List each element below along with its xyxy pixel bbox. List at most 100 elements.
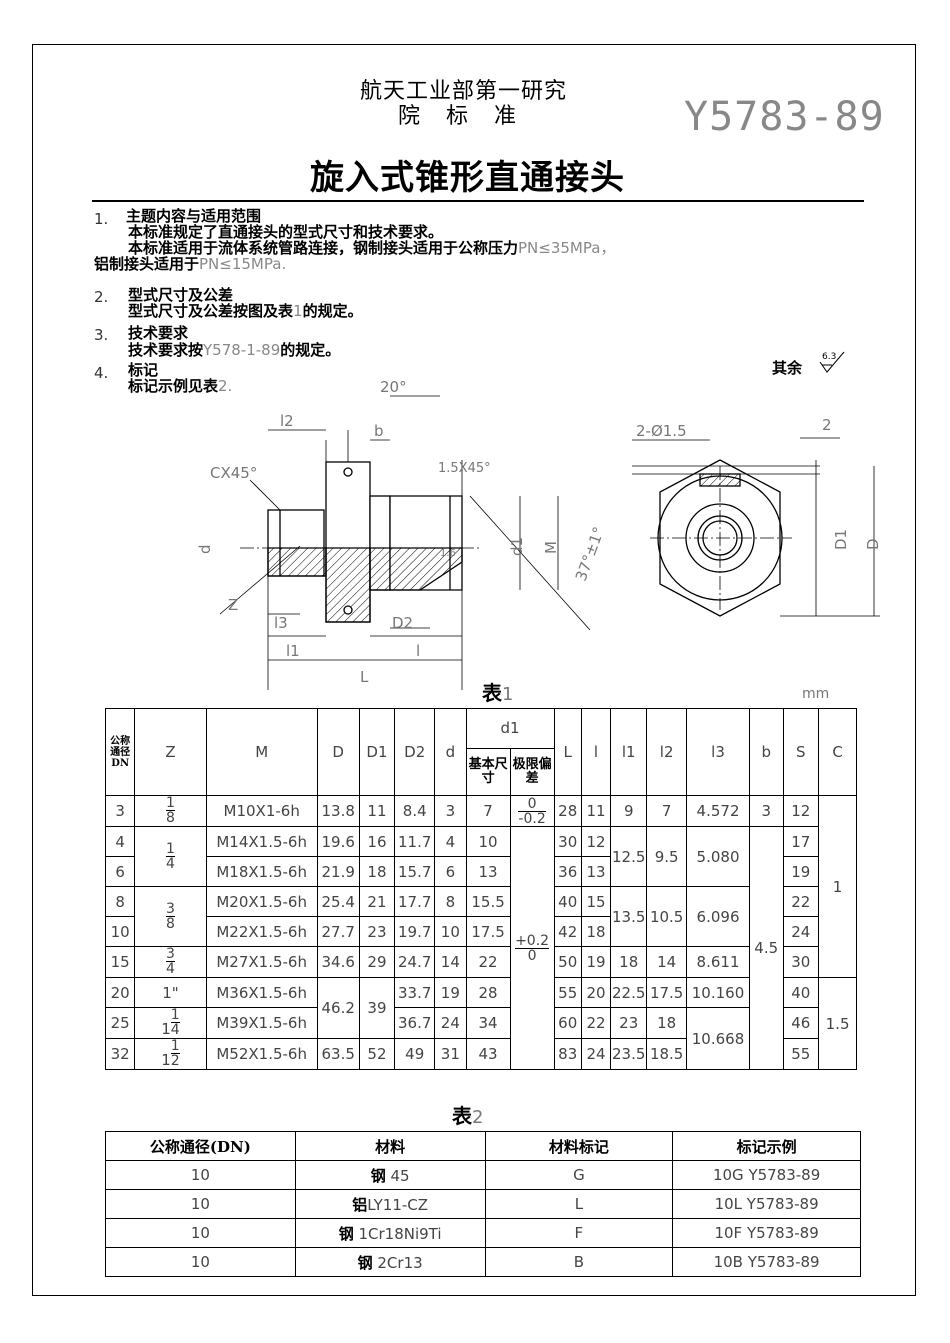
table-row: 10 钢 2Cr13 B 10B Y5783-89 — [105, 1247, 861, 1277]
table-cell: 30 — [782, 946, 820, 978]
table-cell: 55 — [553, 977, 582, 1008]
table-cell: 18.5 — [646, 1038, 688, 1070]
table-cell: 32 — [104, 1038, 136, 1070]
table-cell: 19 — [434, 977, 467, 1008]
end-view — [650, 459, 792, 617]
table-cell: 7 — [465, 795, 511, 827]
table-cell: 63.5 — [316, 1038, 360, 1070]
svg-text:20°: 20° — [380, 378, 407, 396]
th-D: D — [316, 708, 360, 796]
table-cell: 8.611 — [686, 946, 750, 978]
section-4-line: 标记示例见表2. — [128, 377, 233, 395]
table-cell: 10B Y5783-89 — [672, 1247, 861, 1277]
table-cell: 6 — [434, 856, 467, 887]
th-material: 材料 — [294, 1131, 486, 1161]
table-cell: 27.7 — [316, 916, 360, 947]
table-cell: 8 — [104, 886, 136, 917]
table-cell: 10L Y5783-89 — [672, 1189, 861, 1219]
section-4-title: 标记 — [128, 361, 159, 379]
table-cell: 21 — [358, 886, 396, 917]
table-cell: 钢 45 — [294, 1160, 486, 1190]
table-cell: 0-0.2 — [509, 795, 555, 827]
table-row: 10 钢 1Cr18Ni9Ti F 10F Y5783-89 — [105, 1218, 861, 1248]
th-d1: d1 — [465, 708, 555, 749]
table-cell: 17.7 — [394, 886, 436, 917]
table-cell: 40 — [553, 886, 582, 917]
table-cell: 20 — [580, 977, 612, 1008]
svg-text:d1: d1 — [508, 537, 526, 556]
section-1-title: 主题内容与适用范围 — [126, 207, 262, 225]
th-l1: l1 — [610, 708, 648, 796]
table-cell: 1" — [134, 977, 207, 1008]
svg-text:d: d — [196, 544, 214, 554]
table-cell: 24 — [782, 916, 820, 947]
table-cell: 15.7 — [394, 856, 436, 887]
table-cell: 20 — [104, 977, 136, 1008]
table-cell: 7 — [646, 795, 688, 827]
table-cell: 10.668 — [686, 1007, 750, 1070]
table-cell: M27X1.5-6h — [205, 946, 318, 978]
table-row: 20 1" M36X1.5-6h 46.2 39 33.7 19 28 55 2… — [104, 977, 857, 1070]
institute-line-2: 院标准 — [398, 104, 543, 129]
table-row: 10 铝LY11-CZ L 10L Y5783-89 — [105, 1189, 861, 1219]
table-cell: 8 — [434, 886, 467, 917]
table-cell: 36 — [553, 856, 582, 887]
svg-text:l3: l3 — [274, 614, 288, 632]
table-cell: M22X1.5-6h — [205, 916, 318, 947]
title-rule — [92, 200, 864, 202]
table-row: 10 M22X1.5-6h 27.7 23 19.7 10 17.5 42 18… — [104, 916, 857, 947]
table-cell: 10.160 — [686, 977, 750, 1008]
section-4-number: 4. — [94, 364, 109, 382]
table-cell: 43 — [465, 1038, 511, 1070]
th-dn: 公称通径(DN) — [105, 1131, 296, 1161]
table-cell: 22 — [782, 886, 820, 917]
table-cell: 24 — [434, 1007, 467, 1039]
table-cell: 10 — [104, 916, 136, 947]
table-cell: 12 — [580, 826, 612, 857]
table-cell: 3 — [434, 795, 467, 827]
table-cell: 4 — [434, 826, 467, 857]
table-cell: 18 — [358, 856, 396, 887]
table-cell: 24.7 — [394, 946, 436, 978]
table-cell: 15 — [580, 886, 612, 917]
svg-text:CX45°: CX45° — [210, 464, 257, 482]
th-example: 标记示例 — [672, 1131, 861, 1161]
table-cell: 28 — [465, 977, 511, 1008]
svg-text:2-Ø1.5: 2-Ø1.5 — [636, 422, 687, 440]
svg-text:D: D — [864, 538, 882, 550]
table-cell: 18 — [610, 946, 648, 978]
svg-text:b: b — [374, 422, 384, 440]
fitting-drawing: 20° l2 b CX45° 1.5X45° d d1 M 37°±1° 1.6… — [196, 378, 882, 690]
table-cell: 28 — [553, 795, 582, 827]
table-cell: 55 — [782, 1038, 820, 1070]
table-cell: 49 — [394, 1038, 436, 1070]
th-D2: D2 — [394, 708, 436, 796]
th-l3: l3 — [686, 708, 750, 796]
table-cell: 4.572 — [686, 795, 750, 827]
section-1-number: 1. — [94, 210, 109, 228]
svg-text:37°±1°: 37°±1° — [572, 524, 608, 583]
table-cell: 34.6 — [316, 946, 360, 978]
table-cell: 10 — [105, 1218, 296, 1248]
table-cell: 11 — [358, 795, 396, 827]
svg-text:l1: l1 — [286, 642, 300, 660]
table-cell: 21.9 — [316, 856, 360, 887]
table-cell: 19 — [580, 946, 612, 978]
table-cell: 8.4 — [394, 795, 436, 827]
svg-text:6.3: 6.3 — [822, 352, 836, 362]
document-title: 旋入式锥形直通接头 — [310, 158, 625, 198]
svg-text:2: 2 — [822, 416, 832, 434]
table-cell: 3 — [748, 795, 784, 827]
table-cell: G — [484, 1160, 674, 1190]
table-cell: 10G Y5783-89 — [672, 1160, 861, 1190]
table-cell: 15 — [104, 946, 136, 978]
table-cell: 22 — [580, 1007, 612, 1039]
table-cell: 1 — [818, 795, 857, 978]
